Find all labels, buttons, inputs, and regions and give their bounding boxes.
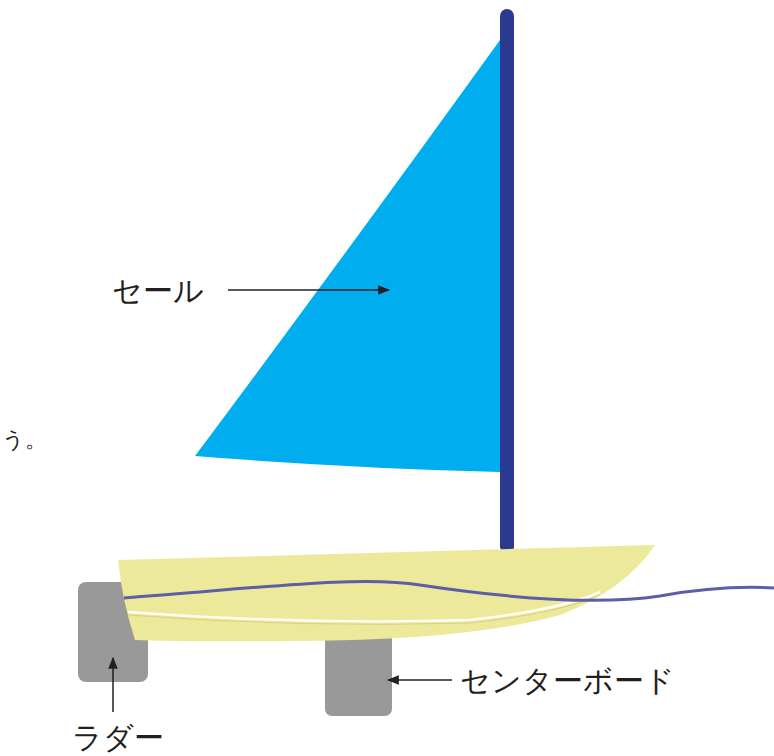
part-label: セール (112, 274, 204, 307)
water-line (124, 581, 774, 600)
fragment-text: う。 (2, 428, 47, 452)
mast-foot (500, 530, 514, 548)
part-label: ラダー (72, 721, 164, 754)
centerboard-leader (388, 679, 452, 681)
sail (195, 40, 500, 472)
rudder-leader (112, 658, 114, 712)
part-label: センターボード (460, 664, 675, 697)
sail-leader (228, 289, 389, 291)
hull-stripe-shade (128, 595, 600, 624)
mast (500, 16, 514, 546)
